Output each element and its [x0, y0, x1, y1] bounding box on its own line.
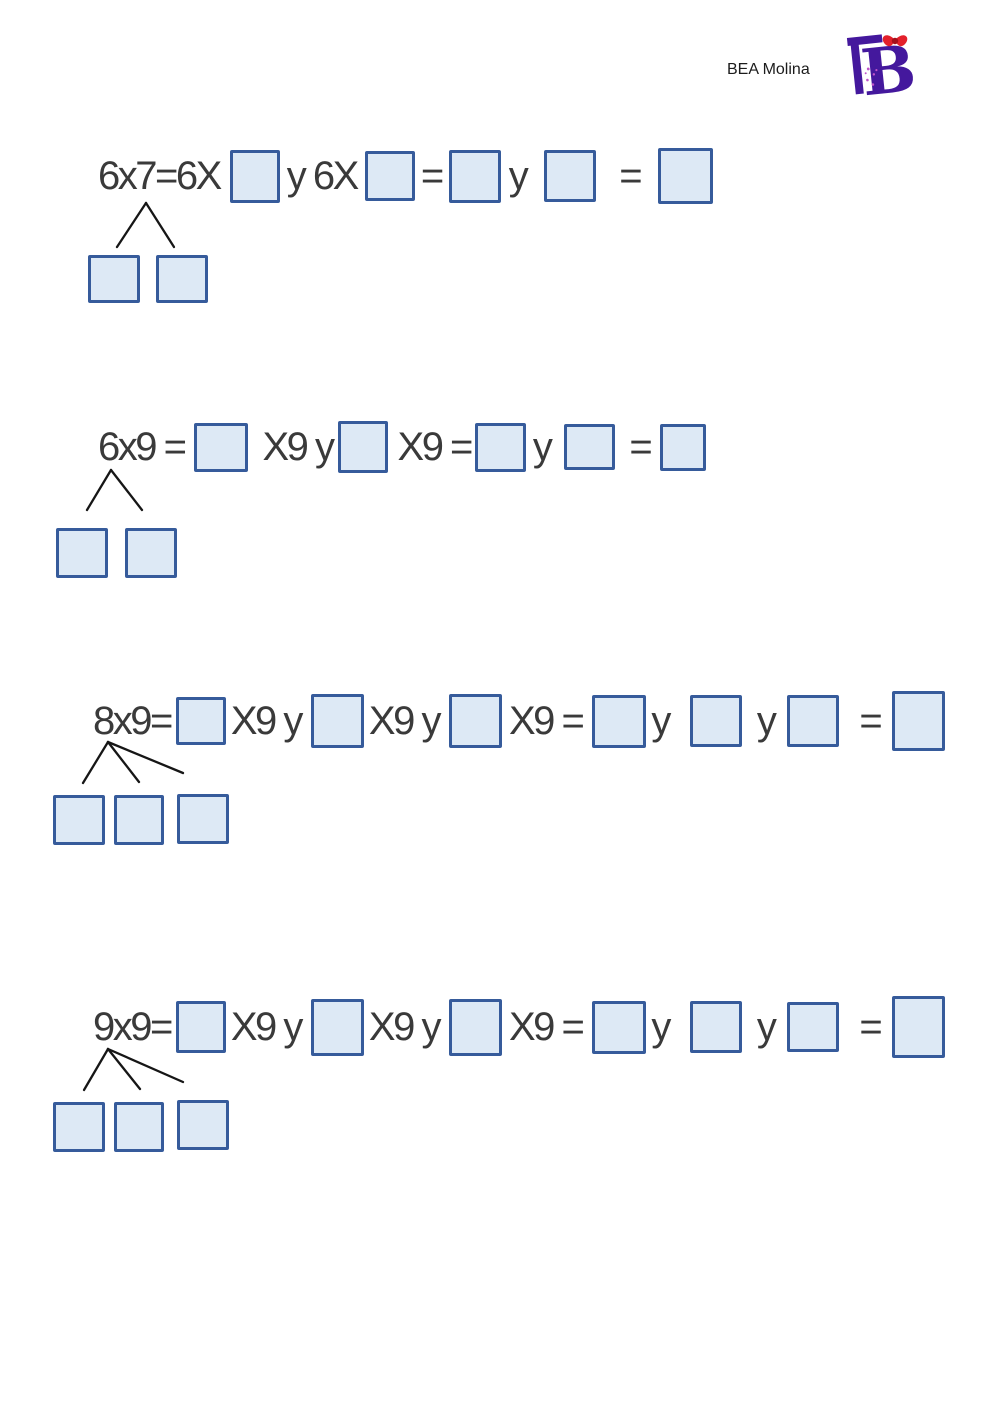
equation-text: y: [756, 1005, 777, 1049]
equation-text: X9 y: [368, 1005, 442, 1049]
decomposition-answer-box[interactable]: [177, 1100, 229, 1150]
answer-box[interactable]: [592, 694, 647, 748]
decomposition-answer-box[interactable]: [114, 795, 164, 845]
answer-box[interactable]: [892, 691, 946, 751]
answer-box[interactable]: [194, 422, 249, 472]
equation-text: =: [619, 154, 642, 198]
answer-box[interactable]: [337, 421, 388, 473]
answer-box[interactable]: [892, 996, 946, 1058]
equation-text: X9 y: [368, 699, 442, 743]
equation-text: 9x9=: [93, 1005, 173, 1049]
decomposition-answer-box[interactable]: [53, 1102, 105, 1152]
equation-text: X9 =: [508, 699, 585, 743]
answer-box[interactable]: [658, 148, 714, 204]
answer-box[interactable]: [689, 695, 742, 747]
decomposition-answer-box[interactable]: [88, 255, 140, 303]
answer-box[interactable]: [660, 423, 707, 471]
decomposition-answer-box[interactable]: [56, 528, 108, 578]
answer-box[interactable]: [310, 998, 364, 1056]
equation-text: =: [420, 154, 444, 198]
logo-topbar: [846, 34, 883, 46]
answer-box[interactable]: [448, 694, 502, 748]
decomposition-answer-box[interactable]: [53, 795, 105, 845]
answer-box[interactable]: [564, 424, 616, 470]
equation-text: y: [756, 699, 777, 743]
answer-box[interactable]: [175, 1001, 226, 1053]
decomposition-answer-box[interactable]: [177, 794, 229, 844]
equation-text: X9 y: [230, 1005, 304, 1049]
decomposition-answer-box[interactable]: [156, 255, 208, 303]
equation-text: X9 =: [397, 425, 474, 469]
answer-box[interactable]: [787, 1002, 840, 1052]
answer-box[interactable]: [310, 694, 364, 748]
equation-row-8x9: 8x9= X9 y X9 y X9 = y y =: [93, 691, 946, 751]
equation-row-6x9: 6x9 = X9 y X9 = y =: [98, 420, 707, 474]
equation-text: =: [859, 699, 882, 743]
equation-text: y: [508, 154, 529, 198]
answer-box[interactable]: [787, 695, 840, 747]
answer-box[interactable]: [544, 150, 597, 202]
equation-text: y 6X: [286, 154, 360, 198]
equation-row-6x7: 6x7=6X y 6X = y =: [98, 147, 714, 205]
equation-text: X9 y: [262, 425, 335, 469]
logo-stem: [850, 38, 864, 95]
decomposition-answer-box[interactable]: [125, 528, 177, 578]
answer-box[interactable]: [448, 998, 502, 1056]
equation-row-9x9: 9x9= X9 y X9 y X9 = y y =: [93, 996, 946, 1058]
equation-text: y: [651, 699, 671, 743]
bow-icon: [882, 35, 908, 47]
equation-text: 6x9 =: [98, 425, 187, 469]
equation-text: y: [651, 1005, 671, 1049]
answer-box[interactable]: [689, 1001, 742, 1053]
brand-logo-icon: B: [846, 31, 916, 104]
answer-box[interactable]: [175, 697, 226, 745]
answer-box[interactable]: [592, 1000, 647, 1054]
answer-box[interactable]: [474, 422, 526, 472]
logo-sparkles: [864, 67, 878, 86]
author-name: BEA Molina: [727, 61, 810, 78]
decomposition-answer-box[interactable]: [114, 1102, 164, 1152]
answer-box[interactable]: [364, 151, 415, 201]
equation-text: y: [532, 425, 553, 469]
equation-text: 8x9=: [93, 699, 173, 743]
answer-box[interactable]: [229, 149, 280, 203]
equation-text: X9 =: [508, 1005, 585, 1049]
equation-text: X9 y: [230, 699, 304, 743]
answer-box[interactable]: [448, 149, 501, 203]
equation-text: =: [629, 425, 652, 469]
equation-text: =: [859, 1005, 882, 1049]
equation-text: 6x7=6X: [98, 154, 222, 198]
